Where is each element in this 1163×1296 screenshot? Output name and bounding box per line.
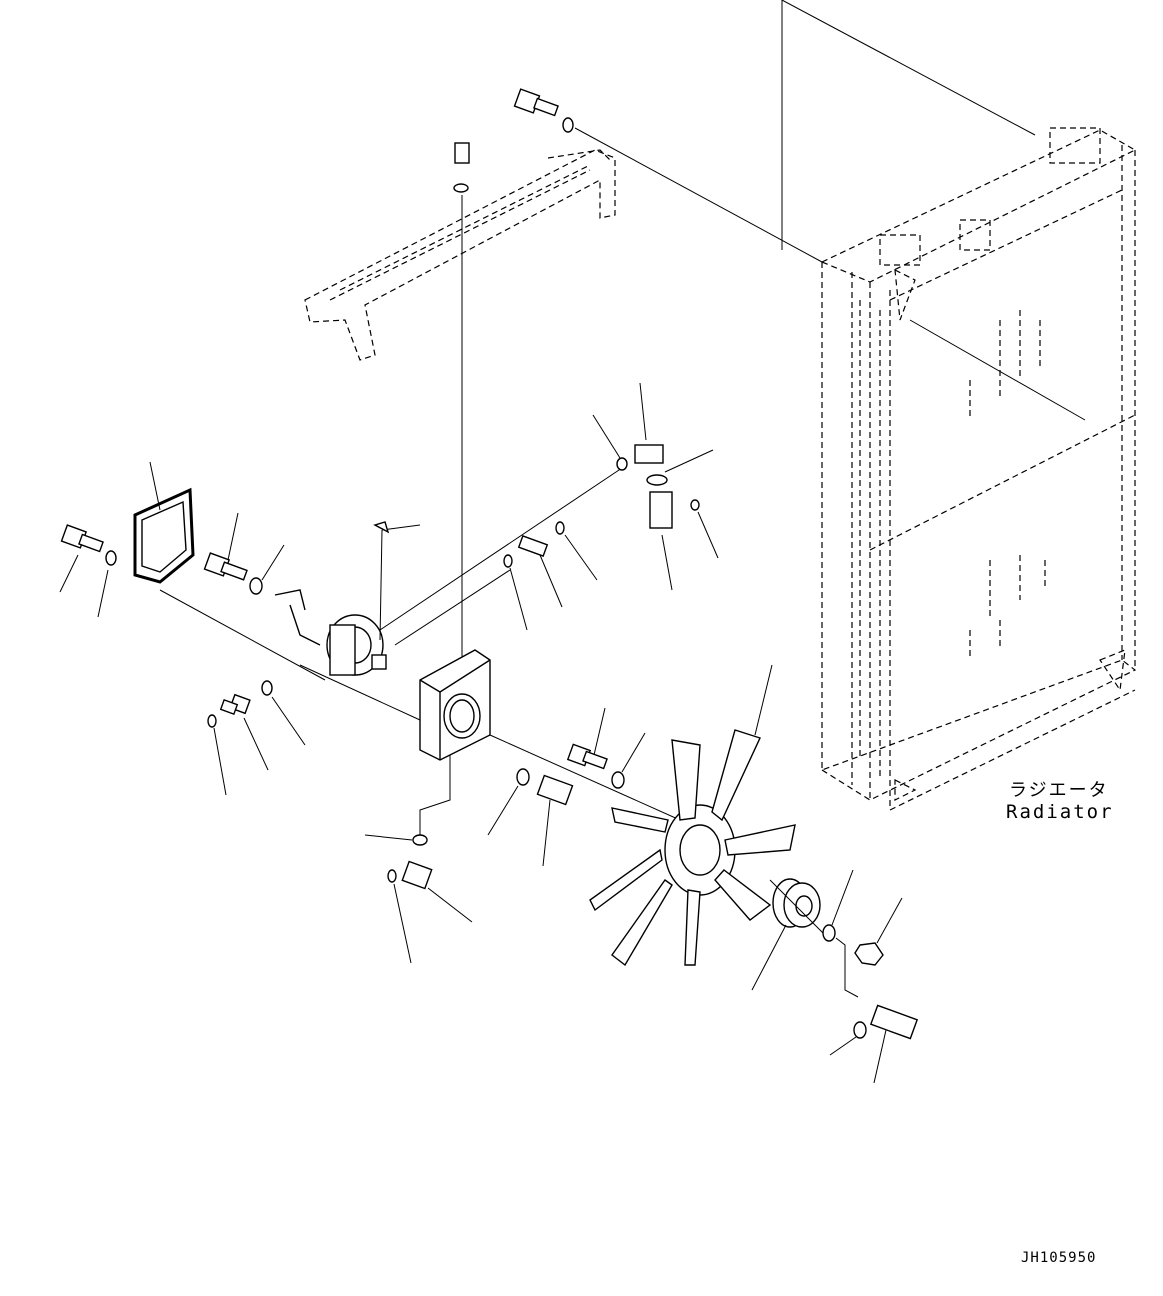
- drawing-number: JH105950: [1021, 1250, 1097, 1266]
- fan-motor: [274, 467, 623, 676]
- upper-bracket: [304, 88, 823, 660]
- bracket-washer: [562, 117, 574, 133]
- hub-hardware: [822, 869, 919, 1084]
- radiator-assembly: [781, 0, 1137, 811]
- fan-hub: [751, 878, 826, 991]
- left-fittings: [207, 680, 306, 796]
- cover-bolt: [203, 512, 285, 595]
- center-fittings: [503, 521, 598, 631]
- lower-hardware: [364, 707, 646, 964]
- bracket-bolt: [513, 88, 559, 117]
- radiator-label-english: Radiator: [1006, 801, 1114, 823]
- motor-housing: [299, 649, 681, 835]
- left-bolt: [59, 524, 117, 618]
- top-bolt: [453, 142, 470, 193]
- cover-gasket: [133, 461, 326, 681]
- radiator-label-japanese: ラジエータ: [1009, 780, 1109, 801]
- elbow-fitting: [592, 382, 719, 591]
- cooling-fan: [589, 664, 796, 967]
